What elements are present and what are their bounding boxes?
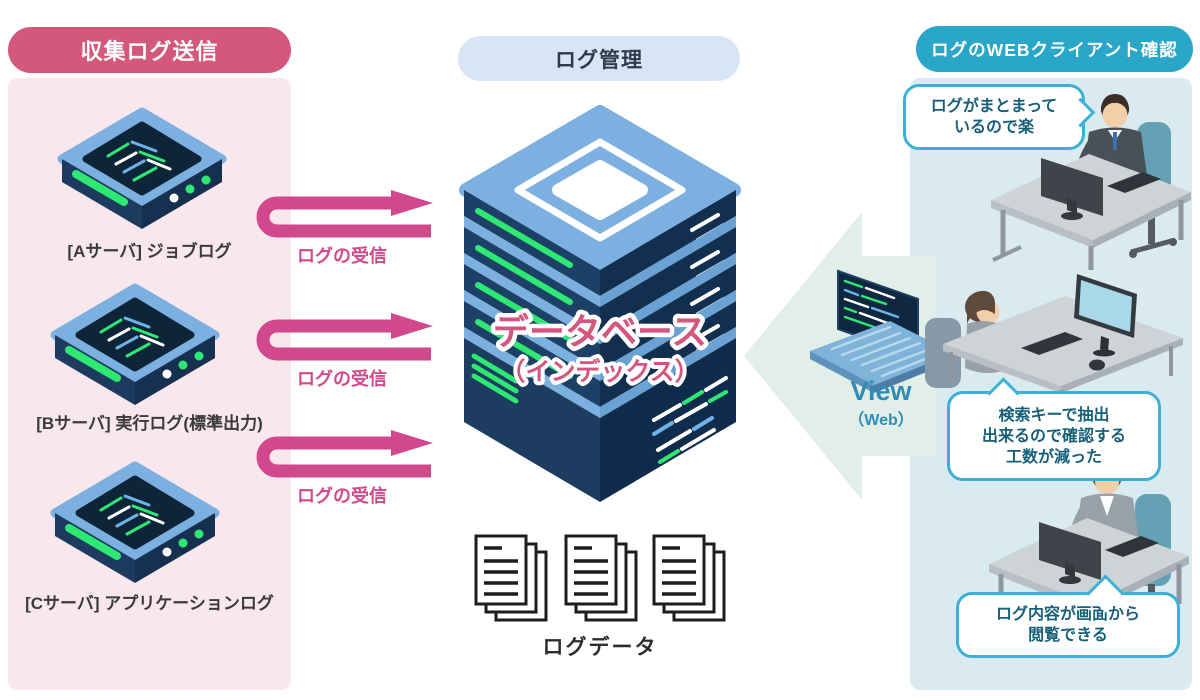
right-header-label: ログのWEBクライアント確認 bbox=[931, 39, 1178, 60]
bubble-1-line: いるので楽 bbox=[953, 119, 1034, 136]
worker-1-at-desk-icon bbox=[991, 94, 1191, 270]
bubble-2-line: 出来るので確認する bbox=[981, 427, 1126, 445]
bubble-2-line: 検索キーで抽出 bbox=[998, 406, 1110, 424]
speech-bubble-2: 検索キーで抽出 出来るので確認する 工数が減った bbox=[947, 391, 1161, 481]
right-header-pill: ログのWEBクライアント確認 bbox=[916, 26, 1193, 72]
log-documents-icon bbox=[564, 534, 638, 622]
database-title: データベース （インデックス） bbox=[488, 307, 711, 391]
log-documents-icon bbox=[652, 534, 726, 622]
log-data-label: ログデータ bbox=[542, 636, 658, 659]
view-label: View bbox=[850, 376, 912, 406]
receive-arrow-2-label: ログの受信 bbox=[297, 369, 387, 389]
center-header-pill: ログ管理 bbox=[458, 36, 740, 81]
server-c-label: [Cサーバ] アプリケーションログ bbox=[25, 594, 274, 613]
speech-bubble-1: ログがまとまって いるので楽 bbox=[903, 84, 1085, 150]
receive-arrow-2-icon bbox=[256, 313, 433, 361]
receive-arrow-1-label: ログの受信 bbox=[297, 246, 387, 266]
bubble-2-line: 工数が減った bbox=[1005, 448, 1102, 466]
left-header-pill: 収集ログ送信 bbox=[8, 27, 291, 73]
receive-arrow-1-icon bbox=[256, 190, 433, 238]
speech-bubble-3: ログ内容が画面から 閲覧できる bbox=[956, 592, 1180, 658]
database-stack-icon bbox=[459, 105, 741, 502]
bubble-1-line: ログがまとまって bbox=[930, 98, 1058, 115]
server-b-label: [Bサーバ] 実行ログ(標準出力) bbox=[36, 414, 263, 433]
center-header-label: ログ管理 bbox=[555, 48, 643, 72]
log-documents-icon bbox=[474, 534, 548, 622]
svg-text:（インデックス）: （インデックス） bbox=[500, 357, 699, 386]
server-b-icon bbox=[50, 283, 220, 405]
server-c-icon bbox=[50, 461, 220, 583]
view-sublabel: （Web） bbox=[848, 412, 914, 429]
worker-2-at-desk-icon bbox=[925, 274, 1183, 402]
bubble-3-line: ログ内容が画面から bbox=[995, 606, 1140, 623]
receive-arrow-3-icon bbox=[256, 430, 433, 478]
left-header-label: 収集ログ送信 bbox=[80, 39, 219, 64]
server-a-icon bbox=[57, 107, 227, 229]
server-a-label: [Aサーバ] ジョブログ bbox=[67, 242, 232, 261]
receive-arrow-3-label: ログの受信 bbox=[297, 486, 387, 506]
svg-text:データベース: データベース bbox=[493, 311, 707, 352]
bubble-3-line: 閲覧できる bbox=[1028, 627, 1108, 644]
